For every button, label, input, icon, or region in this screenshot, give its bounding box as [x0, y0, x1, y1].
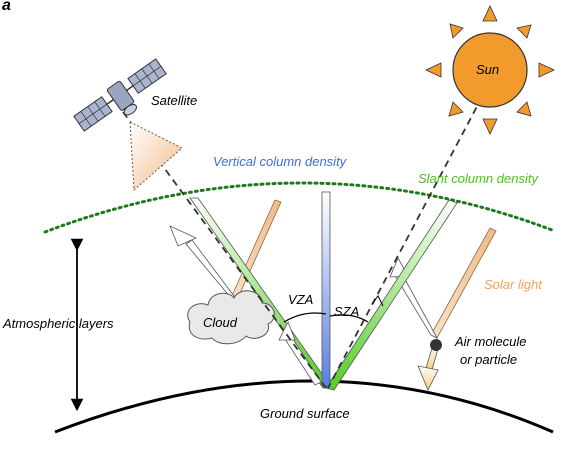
vza-label: VZA	[288, 292, 313, 307]
vertical-column-density-label: Vertical column density	[213, 154, 348, 169]
vza-arc	[283, 312, 327, 323]
sza-tick	[371, 295, 384, 307]
satellite-label: Satellite	[151, 93, 197, 108]
atmospheric-layers-label: Atmospheric layers	[2, 316, 114, 331]
satellite-icon	[73, 58, 167, 132]
satellite-field-of-view	[129, 121, 183, 192]
solar-light-label: Solar light	[484, 277, 543, 292]
slant-column-density-label: Slant column density	[418, 171, 539, 186]
sza-label: SZA	[334, 304, 359, 319]
ground-reflection-arrow-left	[278, 321, 322, 386]
sun-icon	[425, 5, 555, 135]
sun-ray-dashed-line	[327, 96, 483, 389]
satellite-view-dashed-line	[122, 111, 327, 389]
slant-beam-right	[325, 199, 458, 391]
cloud	[187, 290, 275, 345]
air-molecule-label-line1: Air molecule	[454, 334, 527, 349]
air-molecule-label-line2: or particle	[460, 352, 517, 367]
sun-label: Sun	[476, 62, 499, 77]
vertical-column	[321, 191, 331, 387]
air-molecule-dot	[430, 339, 442, 351]
atmosphere-boundary	[43, 181, 554, 234]
sza-arc	[329, 314, 369, 323]
ground-surface-label: Ground surface	[260, 406, 350, 421]
panel-letter: a	[2, 0, 11, 14]
cloud-label: Cloud	[203, 315, 238, 330]
